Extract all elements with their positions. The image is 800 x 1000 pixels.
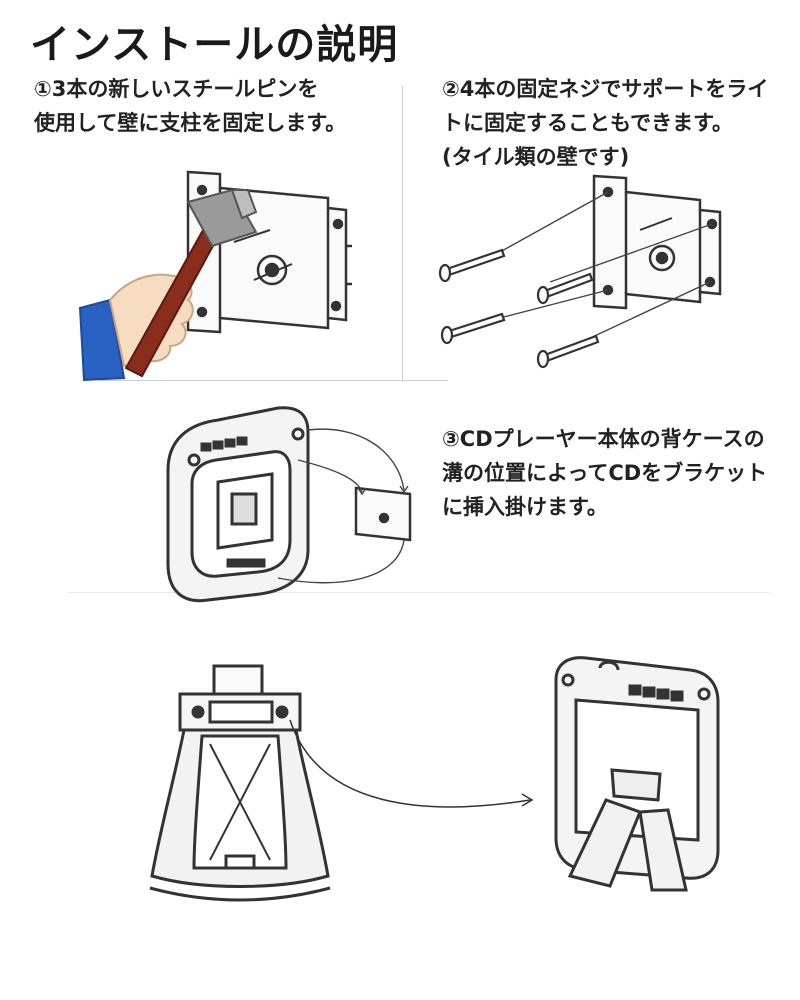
step-1-line-2: 使用して壁に支柱を固定します。: [34, 111, 347, 135]
horizontal-divider-middle: [68, 592, 770, 593]
step-3-line-1: ③CDプレーヤー本体の背ケースの: [442, 427, 765, 451]
figure-hammer-bracket: [78, 170, 352, 382]
figure-cd-player-on-stand: [554, 656, 720, 892]
step-3-text: ③CDプレーヤー本体の背ケースの 溝の位置によってCDをブラケット に挿入掛けま…: [442, 422, 767, 524]
step-3-line-3: に挿入掛けます。: [442, 495, 608, 519]
step-2-line-1: ②4本の固定ネジでサポートをライ: [442, 77, 769, 101]
horizontal-divider-top: [100, 380, 448, 381]
figure-cd-player-mount: [166, 406, 412, 603]
step-2-line-2: トに固定することもできます。: [442, 111, 734, 135]
page-title: インストールの説明: [30, 22, 399, 68]
figure-screws-bracket: [438, 174, 722, 369]
step-2-text: ②4本の固定ネジでサポートをライ トに固定することもできます。 (タイル類の壁で…: [442, 72, 768, 174]
step-2-line-3: (タイル類の壁です): [442, 145, 630, 169]
vertical-divider: [402, 86, 403, 382]
cd-player-on-stand-illustration: [554, 656, 720, 892]
step-3-line-2: 溝の位置によってCDをブラケット: [442, 461, 768, 485]
screw-icons: [438, 248, 600, 369]
mount-arrows: [277, 428, 409, 584]
small-bracket-illustration: [354, 486, 412, 542]
bottom-arrow: [289, 719, 534, 808]
cd-player-back-illustration: [166, 406, 310, 603]
stand-illustration: [149, 664, 331, 902]
step-1-line-1: ①3本の新しいスチールピンを: [34, 77, 319, 101]
step-1-text: ①3本の新しいスチールピンを 使用して壁に支柱を固定します。: [34, 72, 346, 140]
bracket-with-screws-illustration: [592, 174, 722, 310]
figure-stand: [149, 664, 331, 902]
hammer-illustration: [124, 188, 258, 378]
